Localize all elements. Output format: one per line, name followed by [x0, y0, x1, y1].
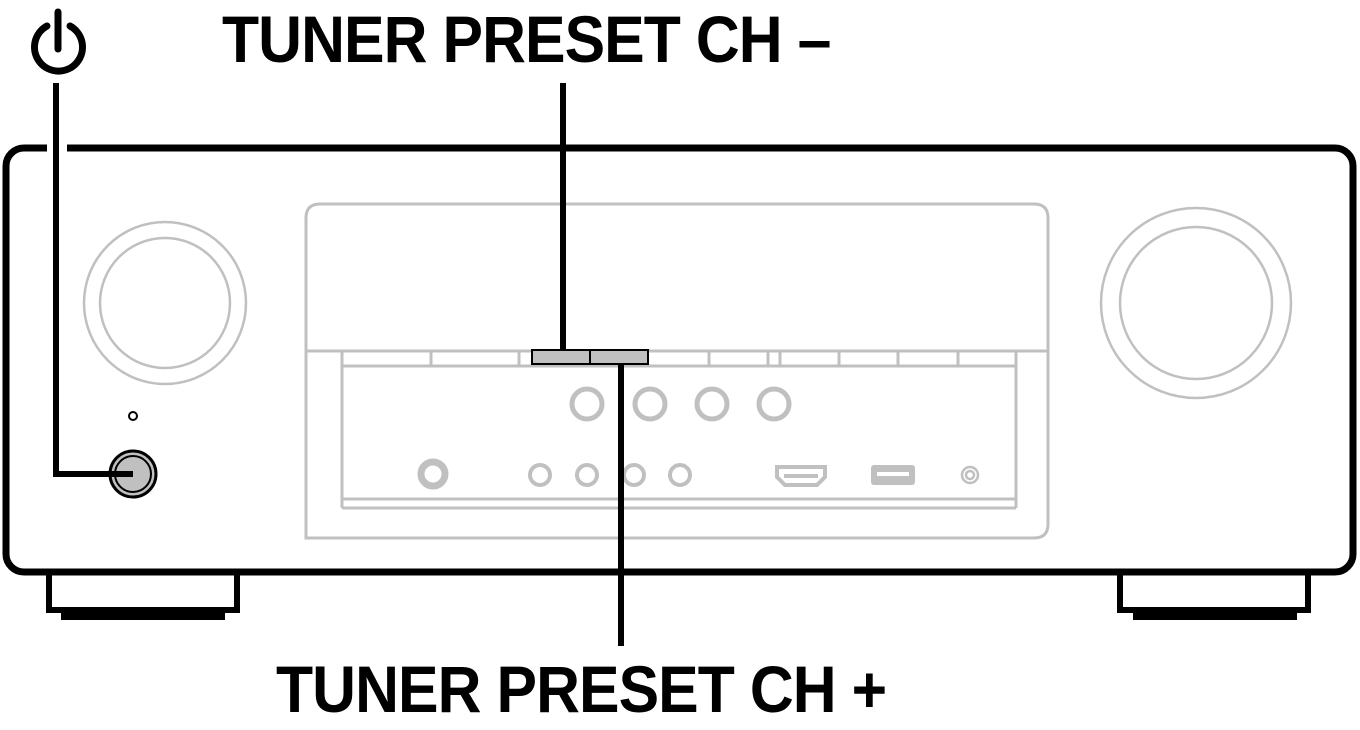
power-callout-line	[53, 83, 133, 477]
button-row	[340, 351, 1018, 508]
headphone-jack	[417, 458, 449, 490]
compartment-bottom	[342, 497, 1016, 510]
power-icon	[31, 8, 86, 75]
left-foot	[46, 569, 240, 620]
round-jacks-top	[569, 386, 792, 422]
source-select-knob	[82, 220, 248, 386]
small-jacks	[528, 463, 692, 487]
tuner-preset-ch-plus-button[interactable]	[589, 349, 649, 365]
tuner-preset-ch-plus-label: TUNER PRESET CH +	[276, 652, 887, 726]
usb-port	[871, 465, 915, 485]
standby-led	[128, 411, 138, 421]
right-foot	[1117, 569, 1311, 620]
volume-knob	[1099, 206, 1293, 400]
setup-mic-jack	[960, 465, 980, 485]
hdmi-port	[775, 465, 827, 487]
tuner-preset-ch-minus-label: TUNER PRESET CH –	[222, 2, 831, 76]
tuner-preset-ch-minus-button[interactable]	[531, 349, 591, 365]
